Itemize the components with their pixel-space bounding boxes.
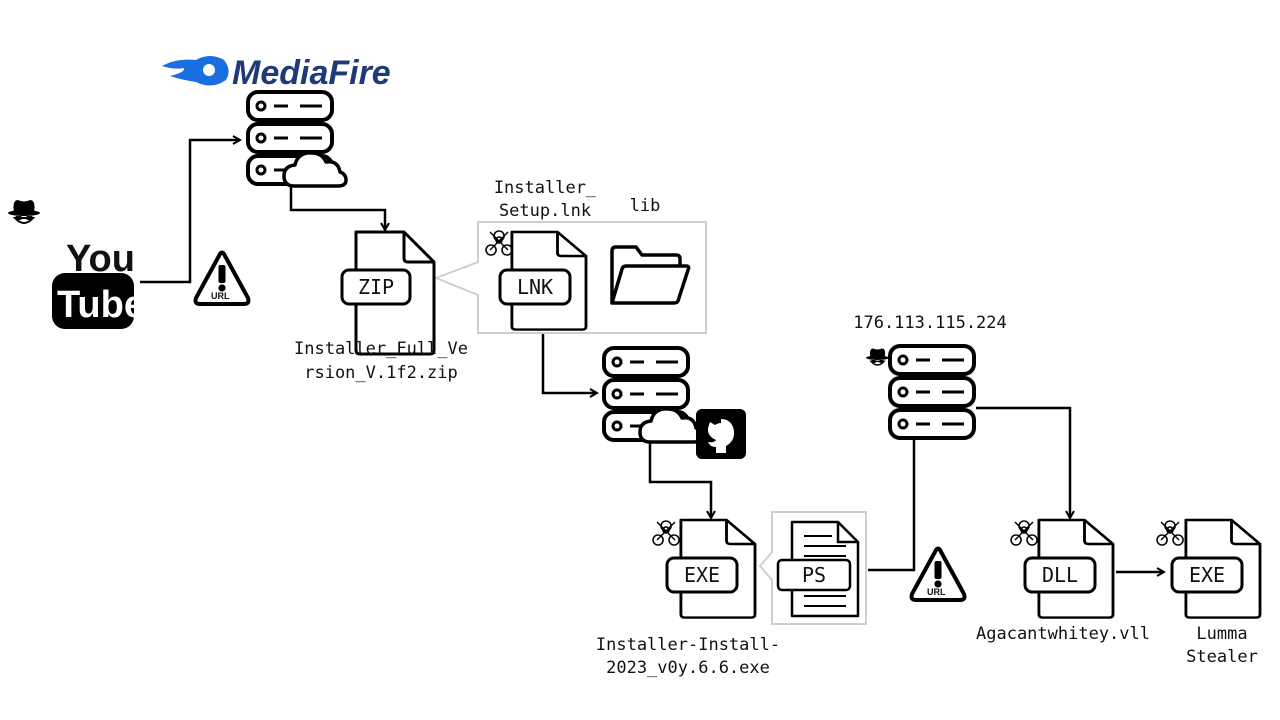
dll-biohazard-icon bbox=[1010, 520, 1038, 546]
hacker-icon bbox=[7, 199, 41, 224]
lumma-label-line1: Lumma bbox=[1196, 624, 1247, 644]
lnk-filename-line1: Installer_ bbox=[494, 178, 597, 198]
c2-hacker-icon bbox=[865, 347, 890, 366]
url-badge-text-2: URL bbox=[927, 587, 946, 597]
warning-url-icon: URL bbox=[193, 250, 251, 306]
zip-contents-callout bbox=[433, 221, 707, 334]
lib-folder-label: lib bbox=[630, 196, 661, 216]
lumma-exe-file-icon: EXE bbox=[1170, 518, 1262, 620]
mediafire-logo: MediaFire bbox=[162, 54, 391, 92]
mediafire-text: MediaFire bbox=[232, 54, 391, 92]
warning-url-icon-2: URL bbox=[909, 546, 967, 602]
exe-file-icon: EXE bbox=[665, 518, 757, 620]
exe-dropped-ps-callout bbox=[758, 511, 867, 625]
zip-file-icon: ZIP bbox=[340, 230, 436, 356]
c2-server-icon bbox=[888, 344, 976, 440]
youtube-logo: You Tube bbox=[52, 238, 145, 329]
folder-icon bbox=[610, 245, 691, 305]
lnk-tag: LNK bbox=[517, 275, 553, 299]
lnk-file-icon: LNK bbox=[498, 230, 588, 332]
dll-file-icon: DLL bbox=[1023, 518, 1115, 620]
powershell-script-icon: PS bbox=[776, 520, 860, 618]
lnk-filename-line2: Setup.lnk bbox=[499, 201, 591, 221]
zip-filename-line2: rsion_V.1f2.zip bbox=[304, 363, 458, 383]
c2-ip-address: 176.113.115.224 bbox=[853, 313, 1007, 333]
exe-tag: EXE bbox=[684, 563, 720, 587]
dll-filename: Agacantwhitey.vll bbox=[976, 624, 1150, 644]
lumma-exe-tag: EXE bbox=[1189, 563, 1225, 587]
exe-biohazard-icon bbox=[652, 520, 680, 546]
url-badge-text: URL bbox=[211, 291, 230, 301]
zip-filename-line1: Installer_Full_Ve bbox=[294, 339, 468, 359]
lumma-biohazard-icon bbox=[1156, 520, 1184, 546]
zip-tag: ZIP bbox=[358, 275, 394, 299]
lumma-label-line2: Stealer bbox=[1186, 647, 1258, 667]
ps-tag: PS bbox=[802, 563, 826, 587]
lnk-biohazard-icon bbox=[485, 230, 513, 256]
dll-tag: DLL bbox=[1042, 563, 1078, 587]
github-icon bbox=[696, 409, 746, 459]
exe-filename-line1: Installer-Install- bbox=[596, 635, 780, 655]
youtube-tube-text: Tube bbox=[57, 284, 145, 326]
exe-filename-line2: 2023_v0y.6.6.exe bbox=[606, 658, 770, 678]
